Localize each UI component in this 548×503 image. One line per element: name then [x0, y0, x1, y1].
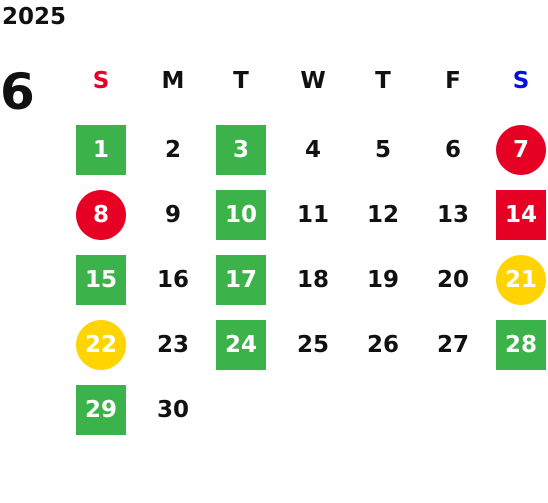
- day-cell-28: 28: [496, 320, 546, 370]
- weekday-header-tue: T: [233, 68, 249, 94]
- day-cell-6: 6: [444, 137, 461, 163]
- weekday-header-fri: F: [445, 68, 461, 94]
- day-cell-10: 10: [216, 190, 266, 240]
- day-cell-3: 3: [216, 125, 266, 175]
- day-cell-29: 29: [76, 385, 126, 435]
- weekday-header-sat: S: [512, 68, 530, 94]
- day-cell-7: 7: [496, 125, 546, 175]
- day-cell-27: 27: [436, 332, 469, 358]
- day-cell-4: 4: [304, 137, 321, 163]
- weekday-header-wed: W: [300, 68, 326, 94]
- day-cell-5: 5: [374, 137, 391, 163]
- day-cell-14: 14: [496, 190, 546, 240]
- day-cell-11: 11: [296, 202, 329, 228]
- weekday-header-mon: M: [161, 68, 185, 94]
- day-cell-12: 12: [366, 202, 399, 228]
- day-cell-1: 1: [76, 125, 126, 175]
- day-cell-2: 2: [164, 137, 181, 163]
- day-cell-20: 20: [436, 267, 469, 293]
- day-cell-22: 22: [76, 320, 126, 370]
- day-cell-9: 9: [164, 202, 181, 228]
- day-cell-17: 17: [216, 255, 266, 305]
- day-cell-8: 8: [76, 190, 126, 240]
- day-cell-21: 21: [496, 255, 546, 305]
- weekday-header-thu: T: [375, 68, 391, 94]
- day-cell-19: 19: [366, 267, 399, 293]
- year-label: 2025: [2, 4, 67, 30]
- weekday-header-sun: S: [92, 68, 110, 94]
- day-cell-30: 30: [156, 397, 189, 423]
- month-number: 6: [0, 63, 35, 121]
- day-cell-25: 25: [296, 332, 329, 358]
- day-cell-13: 13: [436, 202, 469, 228]
- day-cell-23: 23: [156, 332, 189, 358]
- day-cell-15: 15: [76, 255, 126, 305]
- day-cell-24: 24: [216, 320, 266, 370]
- day-cell-18: 18: [296, 267, 329, 293]
- day-cell-26: 26: [366, 332, 399, 358]
- day-cell-16: 16: [156, 267, 189, 293]
